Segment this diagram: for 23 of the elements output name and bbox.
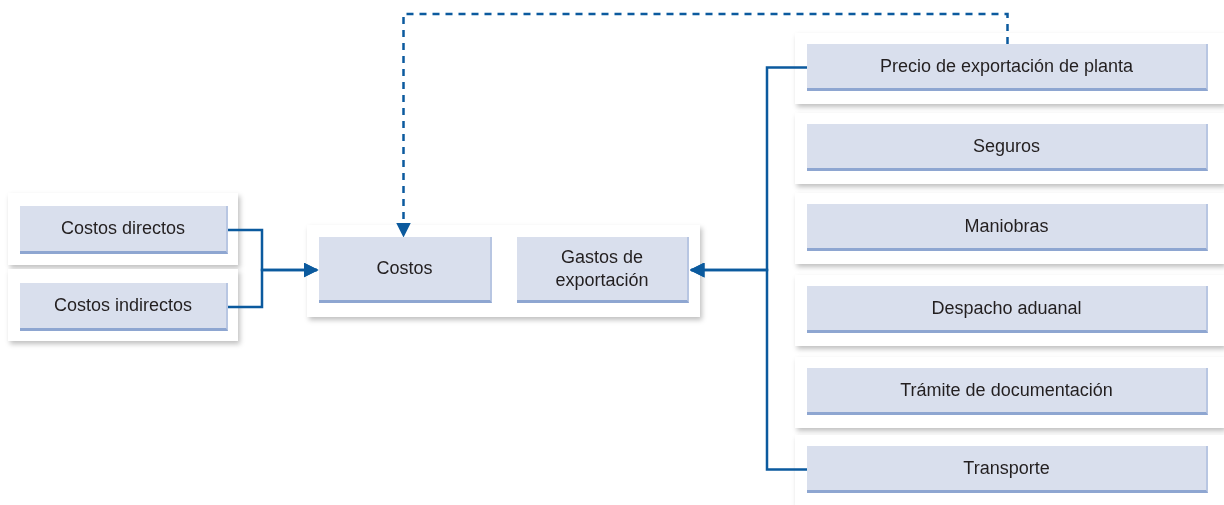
process-box [20,283,228,331]
process-box [20,206,228,254]
box-label: Costos indirectos [53,294,193,317]
arrow [228,262,319,309]
box-label: Maniobras [964,214,1049,238]
arrow [689,262,807,471]
box-label: Costos directos [60,217,186,240]
process-box [807,204,1208,251]
process-box [517,237,689,303]
process-box [807,44,1208,91]
process-box [807,368,1208,415]
box-label: Seguros [972,134,1040,158]
dashed-arrow [396,12,1009,238]
process-box [807,124,1208,171]
box-label: Trámite de documentación [900,378,1113,402]
box-label: Transporte [963,456,1050,480]
process-box [807,446,1208,493]
box-label: Costos [376,257,433,280]
box-label: Despacho aduanal [931,296,1082,320]
process-box [319,237,492,303]
box-label: Precio de exportación de planta [879,54,1134,78]
process-box [807,286,1208,333]
box-label: Gastos de exportación [554,246,650,291]
